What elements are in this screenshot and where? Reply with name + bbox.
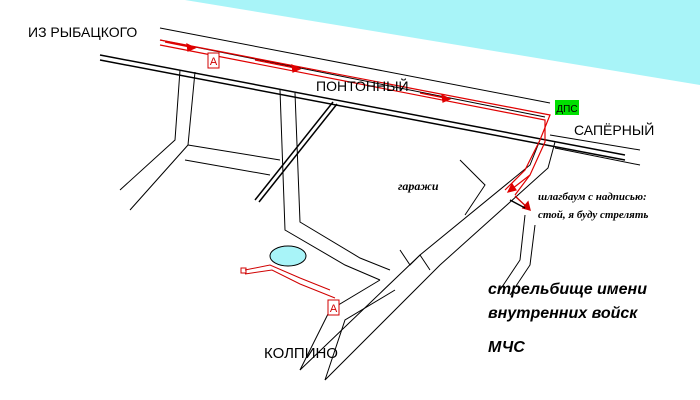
route-path (159, 39, 551, 196)
svg-text:А: А (210, 56, 218, 68)
label-barrier-line1: шлагбаум с надписью: (538, 191, 647, 203)
barrier-icon (509, 195, 531, 212)
roads (119, 27, 641, 381)
label-range-line3: МЧС (488, 339, 525, 356)
local-route (240, 264, 336, 299)
route-arrow-icon (164, 41, 531, 193)
sign-a-bottom: А (327, 299, 340, 316)
svg-text:ДПС: ДПС (556, 104, 577, 115)
svg-text:А: А (330, 303, 338, 315)
railway-line (99, 54, 626, 161)
label-garazhi: гаражи (398, 179, 439, 193)
pond (269, 245, 307, 267)
label-range-line2: внутренних войск (488, 305, 638, 322)
dps-badge: ДПС (555, 100, 579, 115)
river-water (185, 0, 700, 85)
label-pontonny: ПОНТОННЫЙ (316, 77, 409, 94)
sign-a-top: А (207, 52, 220, 69)
label-barrier-line2: стой, я буду стрелять (538, 209, 648, 221)
label-from-rybatsky: ИЗ РЫБАЦКОГО (28, 24, 137, 40)
label-range-line1: стрельбище имени (488, 281, 647, 298)
rail-spur (254, 101, 338, 203)
label-saperny: САПЁРНЫЙ (574, 121, 654, 138)
label-kolpino: КОЛПИНО (264, 345, 338, 362)
